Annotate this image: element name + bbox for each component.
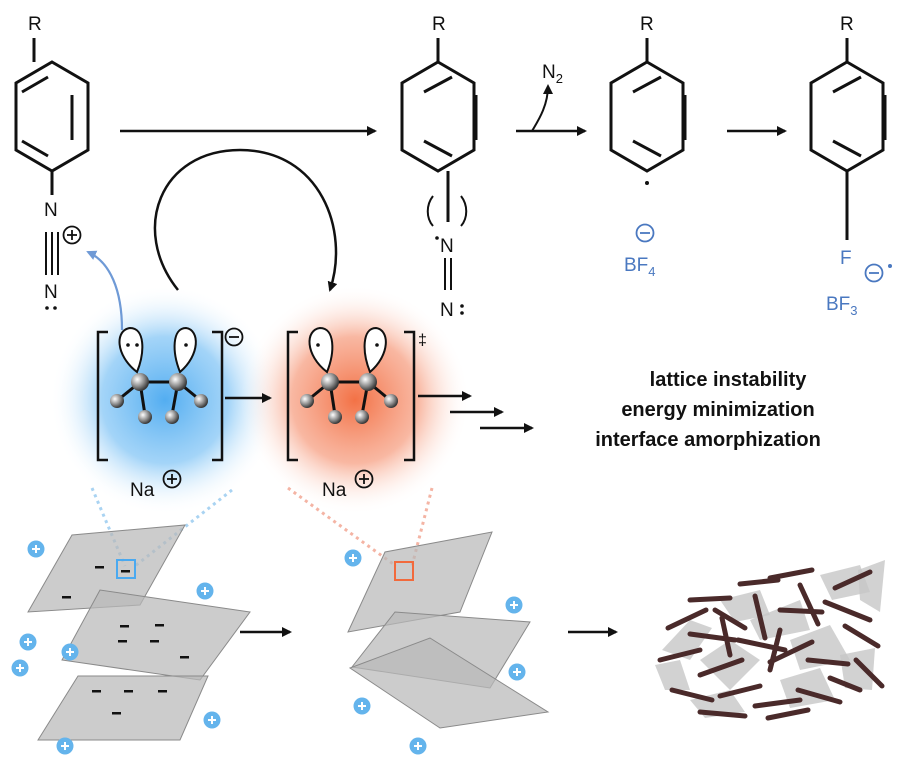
aryl-radical: R BF4: [609, 14, 687, 279]
amorphized-fragments: [655, 560, 885, 721]
orange-glow: [240, 285, 470, 515]
sodium-cations-2: [344, 549, 526, 755]
double-dagger-icon: ‡: [418, 332, 427, 349]
radical-anion-bracket: Na: [96, 326, 244, 501]
aryl-fluoride: R F BF3: [809, 14, 892, 318]
n-atom-b2: N: [440, 300, 454, 321]
n2-gas-label: N2: [542, 62, 563, 86]
blue-focus-square: [116, 559, 136, 579]
effect-line-3: interface amorphization: [595, 429, 821, 451]
n-atom-a1: N: [44, 200, 58, 221]
bf4-label: BF4: [624, 255, 656, 279]
r-label-3: R: [640, 14, 654, 35]
effect-line-2: energy minimization: [621, 399, 814, 421]
charged-layer-stack: [11, 524, 251, 755]
r-label-4: R: [840, 14, 854, 35]
n2-loss-curved-arrow: [531, 84, 553, 132]
fluorine-label: F: [840, 248, 852, 269]
plus-charge-icon-3: [354, 469, 374, 489]
orange-dashed-connector-1: [287, 486, 397, 568]
n-atom-b1: N: [440, 236, 454, 257]
transition-state-bracket: ‡ Na: [286, 326, 427, 501]
electron-transfer-arrow: [153, 148, 338, 292]
effect-line-1: lattice instability: [650, 369, 808, 391]
distorted-layer-stack: [344, 531, 550, 755]
sodium-label-right: Na: [322, 480, 347, 501]
sodium-label-left: Na: [130, 480, 155, 501]
r-label-2: R: [432, 14, 446, 35]
plus-charge-icon-2: [162, 469, 182, 489]
r-label-1: R: [28, 14, 42, 35]
sodium-cations-1: [11, 540, 221, 755]
aryl-diazenyl-radical: R N N: [400, 14, 478, 321]
blue-interaction-arrow: [86, 250, 124, 331]
aryl-diazonium: R N N: [14, 14, 90, 310]
n-atom-a2: N: [44, 282, 58, 303]
orange-focus-square: [394, 561, 414, 581]
bf3-label: BF3: [826, 294, 858, 318]
plus-charge-icon: [62, 225, 82, 245]
minus-charge-icon: [635, 223, 655, 243]
minus-charge-icon-2: [864, 263, 884, 283]
minus-charge-icon-3: [224, 327, 244, 347]
